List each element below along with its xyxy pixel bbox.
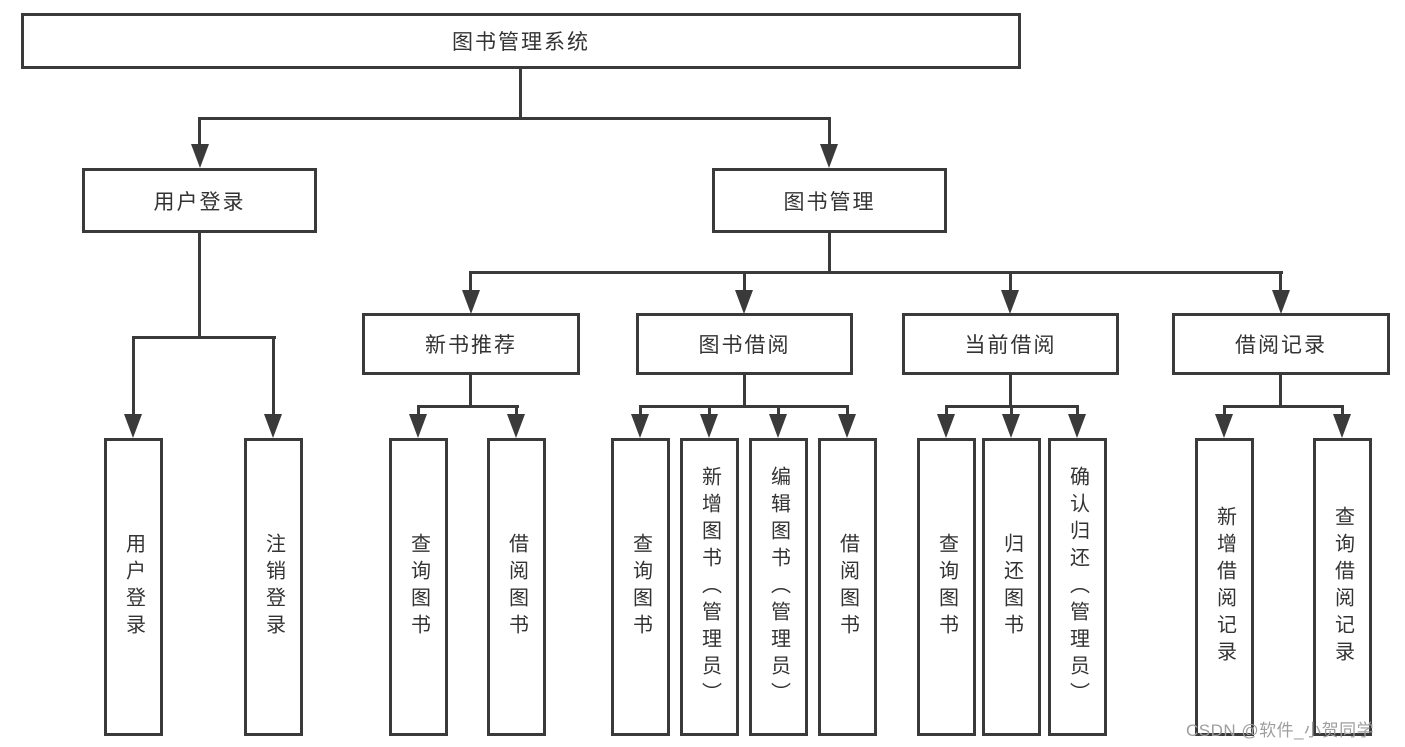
arrowhead-down xyxy=(1215,414,1233,438)
connector-vline xyxy=(828,117,831,147)
node-borrowing-records-label: 借阅记录 xyxy=(1235,334,1327,357)
arrowhead-down xyxy=(838,414,856,438)
leaf-query-books-current: 查询图书 xyxy=(917,438,976,736)
node-root-label: 图书管理系统 xyxy=(452,31,590,54)
connector-vline xyxy=(1341,405,1344,417)
leaf-edit-book-admin: 编辑图书（管理员） xyxy=(749,438,808,736)
arrowhead-down xyxy=(1333,414,1351,438)
connector-hline xyxy=(1223,405,1344,408)
connector-vline xyxy=(132,336,135,417)
leaf-add-borrow-record: 新增借阅记录 xyxy=(1195,438,1254,736)
leaf-query-borrow-record: 查询借阅记录 xyxy=(1313,438,1372,736)
arrowhead-down xyxy=(820,144,838,168)
connector-vline xyxy=(198,117,201,147)
leaf-borrow-books-borrowing: 借阅图书 xyxy=(818,438,877,736)
arrowhead-down xyxy=(700,414,718,438)
leaf-logout-label: 注销登录 xyxy=(262,533,285,641)
leaf-add-borrow-record-label: 新增借阅记录 xyxy=(1213,506,1236,668)
leaf-query-books-recommend: 查询图书 xyxy=(389,438,448,736)
connector-vline xyxy=(198,233,201,339)
connector-vline xyxy=(469,271,472,292)
arrowhead-down xyxy=(191,144,209,168)
leaf-borrow-books-recommend: 借阅图书 xyxy=(487,438,546,736)
node-root: 图书管理系统 xyxy=(21,13,1021,69)
leaf-query-books-recommend-label: 查询图书 xyxy=(407,533,430,641)
arrowhead-down xyxy=(462,290,480,314)
arrowhead-down xyxy=(124,414,142,438)
connector-vline xyxy=(1279,375,1282,408)
arrowhead-down xyxy=(937,414,955,438)
arrowhead-down xyxy=(1272,290,1290,314)
connector-vline xyxy=(469,375,472,408)
connector-vline xyxy=(639,405,642,417)
node-user-login-label: 用户登录 xyxy=(153,190,246,214)
connector-vline xyxy=(1279,271,1282,292)
leaf-query-books-borrowing-label: 查询图书 xyxy=(629,533,652,641)
leaf-borrow-books-borrowing-label: 借阅图书 xyxy=(836,533,859,641)
node-new-book-recommendation: 新书推荐 xyxy=(362,313,580,375)
node-current-borrowing: 当前借阅 xyxy=(902,313,1119,375)
leaf-query-books-borrowing: 查询图书 xyxy=(611,438,670,736)
connector-vline xyxy=(846,405,849,417)
leaf-return-book-label: 归还图书 xyxy=(1000,533,1023,641)
arrowhead-down xyxy=(507,414,525,438)
connector-vline xyxy=(743,271,746,292)
arrowhead-down xyxy=(409,414,427,438)
connector-vline xyxy=(828,233,831,274)
node-book-management: 图书管理 xyxy=(712,168,947,233)
connector-vline xyxy=(1223,405,1226,417)
leaf-return-book: 归还图书 xyxy=(982,438,1041,736)
connector-hline xyxy=(469,271,1283,274)
leaf-query-books-current-label: 查询图书 xyxy=(935,533,958,641)
connector-vline xyxy=(708,405,711,417)
arrowhead-down xyxy=(631,414,649,438)
node-book-borrowing: 图书借阅 xyxy=(636,313,853,375)
leaf-edit-book-admin-label: 编辑图书（管理员） xyxy=(767,465,790,709)
connector-vline xyxy=(743,375,746,408)
node-book-management-label: 图书管理 xyxy=(783,190,876,214)
leaf-user-login: 用户登录 xyxy=(104,438,163,736)
arrowhead-down xyxy=(1002,414,1020,438)
leaf-add-book-admin: 新增图书（管理员） xyxy=(680,438,739,736)
arrowhead-down xyxy=(264,414,282,438)
connector-vline xyxy=(1010,405,1013,417)
leaf-borrow-books-recommend-label: 借阅图书 xyxy=(505,533,528,641)
leaf-add-book-admin-label: 新增图书（管理员） xyxy=(698,465,721,709)
connector-vline xyxy=(1009,271,1012,292)
connector-vline xyxy=(1076,405,1079,417)
arrowhead-down xyxy=(735,290,753,314)
connector-vline xyxy=(1009,375,1012,408)
leaf-logout: 注销登录 xyxy=(244,438,303,736)
connector-vline xyxy=(417,405,420,417)
connector-vline xyxy=(515,405,518,417)
connector-hline xyxy=(198,117,831,120)
node-new-book-recommendation-label: 新书推荐 xyxy=(425,334,517,357)
csdn-watermark: CSDN @软件_小贺同学 xyxy=(1186,721,1375,740)
node-current-borrowing-label: 当前借阅 xyxy=(964,334,1057,357)
node-user-login: 用户登录 xyxy=(82,168,317,233)
node-borrowing-records: 借阅记录 xyxy=(1172,313,1390,375)
arrowhead-down xyxy=(769,414,787,438)
connector-vline xyxy=(777,405,780,417)
node-book-borrowing-label: 图书借阅 xyxy=(698,334,791,357)
arrowhead-down xyxy=(1001,290,1019,314)
leaf-confirm-return-admin: 确认归还（管理员） xyxy=(1048,438,1107,736)
arrowhead-down xyxy=(1068,414,1086,438)
connector-vline xyxy=(272,336,275,417)
connector-vline xyxy=(945,405,948,417)
leaf-query-borrow-record-label: 查询借阅记录 xyxy=(1331,506,1354,668)
connector-vline xyxy=(519,69,522,120)
connector-hline xyxy=(639,405,849,408)
connector-hline xyxy=(417,405,519,408)
connector-hline xyxy=(132,336,276,339)
leaf-user-login-label: 用户登录 xyxy=(122,533,145,641)
leaf-confirm-return-admin-label: 确认归还（管理员） xyxy=(1066,465,1089,709)
